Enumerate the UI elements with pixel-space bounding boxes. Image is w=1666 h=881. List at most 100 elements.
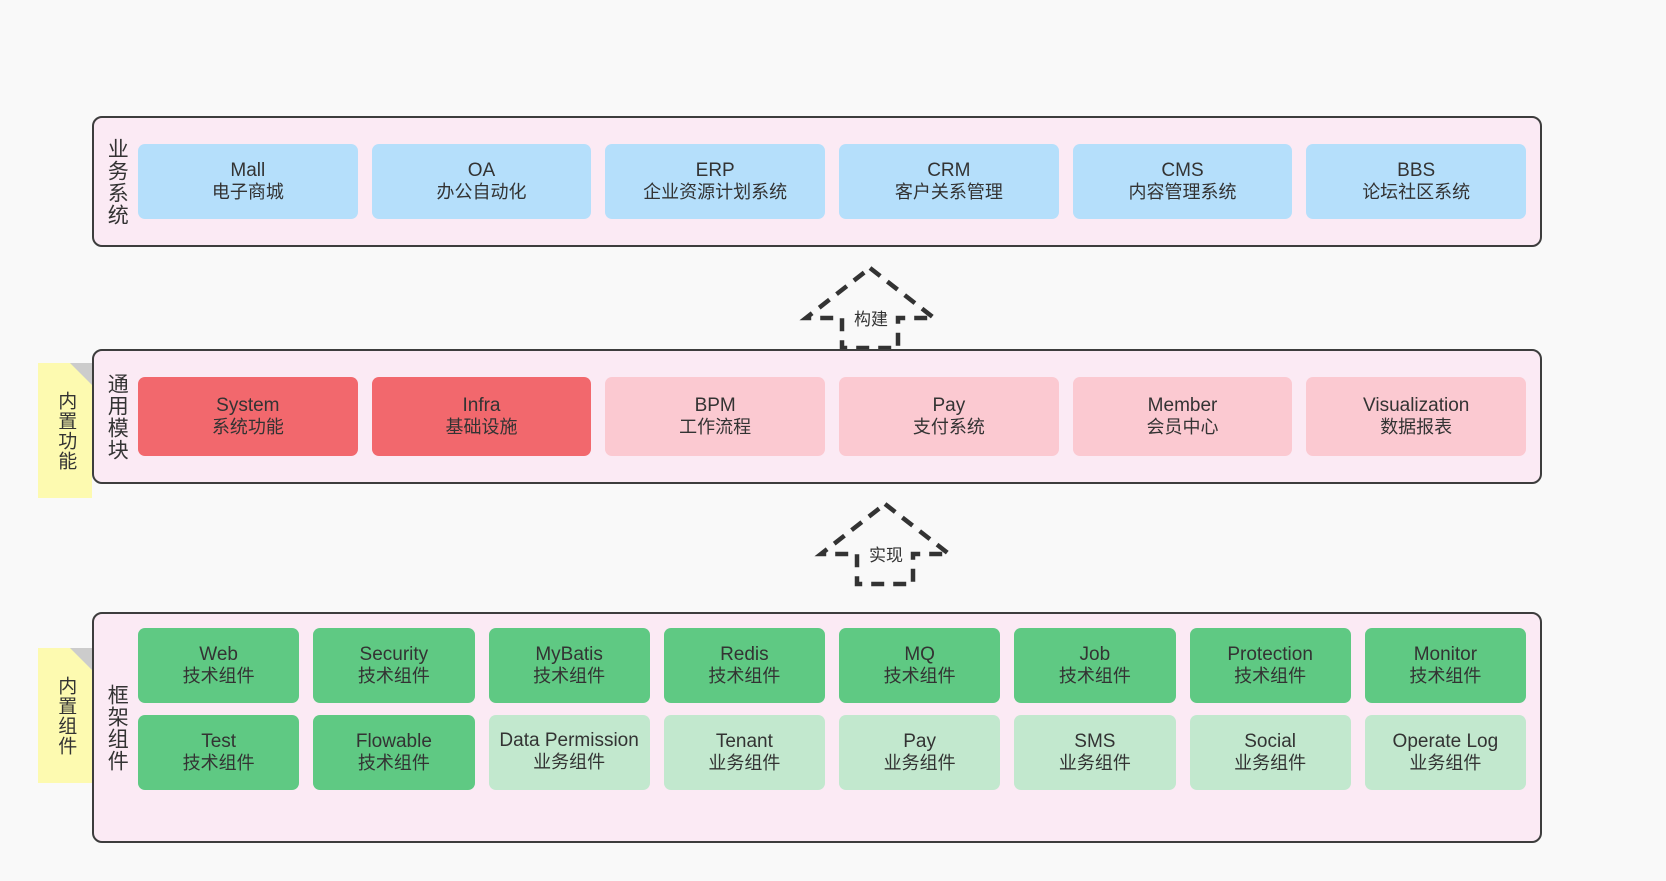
card-subtitle: 办公自动化 bbox=[436, 182, 527, 203]
card-title: Monitor bbox=[1413, 643, 1478, 665]
card-subtitle: 技术组件 bbox=[357, 666, 430, 687]
connector-build: 构建 bbox=[790, 262, 950, 352]
card-subtitle: 业务组件 bbox=[1058, 753, 1131, 774]
layer-label-business-systems: 业务系统 bbox=[105, 137, 129, 226]
card-title: Member bbox=[1147, 394, 1218, 416]
card-subtitle: 技术组件 bbox=[182, 666, 255, 687]
note-fold-corner-icon bbox=[70, 648, 92, 670]
card-visualization[interactable]: Visualization 数据报表 bbox=[1306, 377, 1527, 456]
connector-implement-label: 实现 bbox=[869, 546, 903, 565]
card-title: Pay bbox=[903, 730, 936, 752]
card-title: Test bbox=[201, 730, 237, 752]
layer-body-business-systems: Mall 电子商城 OA 办公自动化 ERP 企业资源计划系统 CRM 客户关系… bbox=[138, 118, 1540, 245]
framework-business-row: Test 技术组件 Flowable 技术组件 Data Permission … bbox=[138, 715, 1526, 790]
card-title: BBS bbox=[1397, 159, 1436, 181]
card-subtitle: 企业资源计划系统 bbox=[643, 182, 788, 203]
card-title: Pay bbox=[932, 394, 966, 416]
card-mall[interactable]: Mall 电子商城 bbox=[138, 144, 358, 219]
card-mq[interactable]: MQ 技术组件 bbox=[839, 628, 1001, 703]
card-title: SMS bbox=[1074, 730, 1116, 752]
card-title: Infra bbox=[462, 394, 501, 416]
card-title: System bbox=[216, 394, 280, 416]
layer-label-common-modules: 通用模块 bbox=[105, 372, 129, 461]
card-monitor[interactable]: Monitor 技术组件 bbox=[1364, 628, 1526, 703]
sticky-note-builtin-features: 内置功能 bbox=[38, 363, 92, 498]
card-title: Social bbox=[1244, 730, 1296, 752]
layer-panel-common-modules: 通用模块 System 系统功能 Infra 基础设施 BPM 工作流程 Pay… bbox=[92, 349, 1542, 484]
card-title: Web bbox=[199, 643, 238, 665]
card-tenant[interactable]: Tenant 业务组件 bbox=[663, 715, 825, 790]
card-subtitle: 技术组件 bbox=[1234, 666, 1307, 687]
card-title: Visualization bbox=[1363, 394, 1470, 416]
layer-label-framework-components: 框架组件 bbox=[105, 683, 129, 772]
card-subtitle: 客户关系管理 bbox=[894, 182, 1003, 203]
card-subtitle: 工作流程 bbox=[679, 417, 752, 438]
card-flowable[interactable]: Flowable 技术组件 bbox=[313, 715, 475, 790]
card-subtitle: 基础设施 bbox=[445, 417, 518, 438]
card-subtitle: 会员中心 bbox=[1146, 417, 1219, 438]
card-infra[interactable]: Infra 基础设施 bbox=[371, 377, 592, 456]
card-subtitle: 技术组件 bbox=[533, 666, 606, 687]
note-fold-corner-icon bbox=[70, 363, 92, 385]
card-title: Redis bbox=[720, 643, 769, 665]
card-title: Flowable bbox=[355, 730, 432, 752]
card-member[interactable]: Member 会员中心 bbox=[1072, 377, 1293, 456]
card-subtitle: 技术组件 bbox=[182, 753, 255, 774]
layer-panel-business-systems: 业务系统 Mall 电子商城 OA 办公自动化 ERP 企业资源计划系统 CRM… bbox=[92, 116, 1542, 247]
card-title: ERP bbox=[695, 159, 735, 181]
card-title: Job bbox=[1079, 643, 1111, 665]
card-title: CMS bbox=[1161, 159, 1204, 181]
layer-panel-framework-components: 框架组件 Web 技术组件 Security 技术组件 MyBatis 技术组件… bbox=[92, 612, 1542, 843]
card-sms[interactable]: SMS 业务组件 bbox=[1014, 715, 1176, 790]
card-title: Tenant bbox=[715, 730, 773, 752]
card-erp[interactable]: ERP 企业资源计划系统 bbox=[605, 144, 826, 219]
sticky-note-text: 内置组件 bbox=[55, 675, 77, 756]
connector-build-label: 构建 bbox=[854, 310, 888, 329]
card-title: BPM bbox=[694, 394, 736, 416]
card-subtitle: 业务组件 bbox=[1234, 753, 1307, 774]
card-social[interactable]: Social 业务组件 bbox=[1189, 715, 1351, 790]
card-subtitle: 业务组件 bbox=[533, 751, 606, 772]
card-subtitle: 系统功能 bbox=[211, 417, 284, 438]
card-pay-module[interactable]: Pay 支付系统 bbox=[839, 377, 1059, 456]
card-oa[interactable]: OA 办公自动化 bbox=[371, 144, 592, 219]
card-pay-component[interactable]: Pay 业务组件 bbox=[839, 715, 1001, 790]
sticky-note-text: 内置功能 bbox=[55, 390, 77, 471]
card-crm[interactable]: CRM 客户关系管理 bbox=[839, 144, 1059, 219]
card-subtitle: 技术组件 bbox=[357, 753, 430, 774]
card-operate-log[interactable]: Operate Log 业务组件 bbox=[1364, 715, 1526, 790]
card-web[interactable]: Web 技术组件 bbox=[138, 628, 300, 703]
card-subtitle: 数据报表 bbox=[1380, 417, 1453, 438]
connector-implement: 实现 bbox=[805, 498, 965, 588]
card-title: MQ bbox=[904, 643, 935, 665]
card-test[interactable]: Test 技术组件 bbox=[138, 715, 300, 790]
sticky-note-builtin-components: 内置组件 bbox=[38, 648, 92, 783]
card-title: OA bbox=[467, 159, 496, 181]
layer-body-framework-components: Web 技术组件 Security 技术组件 MyBatis 技术组件 Redi… bbox=[138, 614, 1540, 841]
card-subtitle: 业务组件 bbox=[883, 753, 956, 774]
card-redis[interactable]: Redis 技术组件 bbox=[663, 628, 825, 703]
card-title: Operate Log bbox=[1392, 730, 1499, 752]
card-subtitle: 技术组件 bbox=[1058, 666, 1131, 687]
card-subtitle: 技术组件 bbox=[708, 666, 781, 687]
card-data-permission[interactable]: Data Permission 业务组件 bbox=[488, 715, 650, 790]
layer-body-common-modules: System 系统功能 Infra 基础设施 BPM 工作流程 Pay 支付系统… bbox=[138, 351, 1540, 482]
card-subtitle: 支付系统 bbox=[912, 417, 985, 438]
card-security[interactable]: Security 技术组件 bbox=[313, 628, 475, 703]
card-title: CRM bbox=[927, 159, 971, 181]
card-subtitle: 业务组件 bbox=[708, 753, 781, 774]
card-system[interactable]: System 系统功能 bbox=[138, 377, 358, 456]
card-mybatis[interactable]: MyBatis 技术组件 bbox=[488, 628, 650, 703]
card-title: Data Permission bbox=[499, 730, 639, 752]
card-protection[interactable]: Protection 技术组件 bbox=[1189, 628, 1351, 703]
card-subtitle: 技术组件 bbox=[1409, 666, 1482, 687]
card-subtitle: 内容管理系统 bbox=[1128, 182, 1237, 203]
card-subtitle: 论坛社区系统 bbox=[1362, 182, 1471, 203]
framework-tech-row: Web 技术组件 Security 技术组件 MyBatis 技术组件 Redi… bbox=[138, 628, 1526, 703]
card-bbs[interactable]: BBS 论坛社区系统 bbox=[1306, 144, 1527, 219]
card-job[interactable]: Job 技术组件 bbox=[1014, 628, 1176, 703]
card-cms[interactable]: CMS 内容管理系统 bbox=[1072, 144, 1293, 219]
card-bpm[interactable]: BPM 工作流程 bbox=[605, 377, 826, 456]
card-title: Mall bbox=[230, 159, 266, 181]
